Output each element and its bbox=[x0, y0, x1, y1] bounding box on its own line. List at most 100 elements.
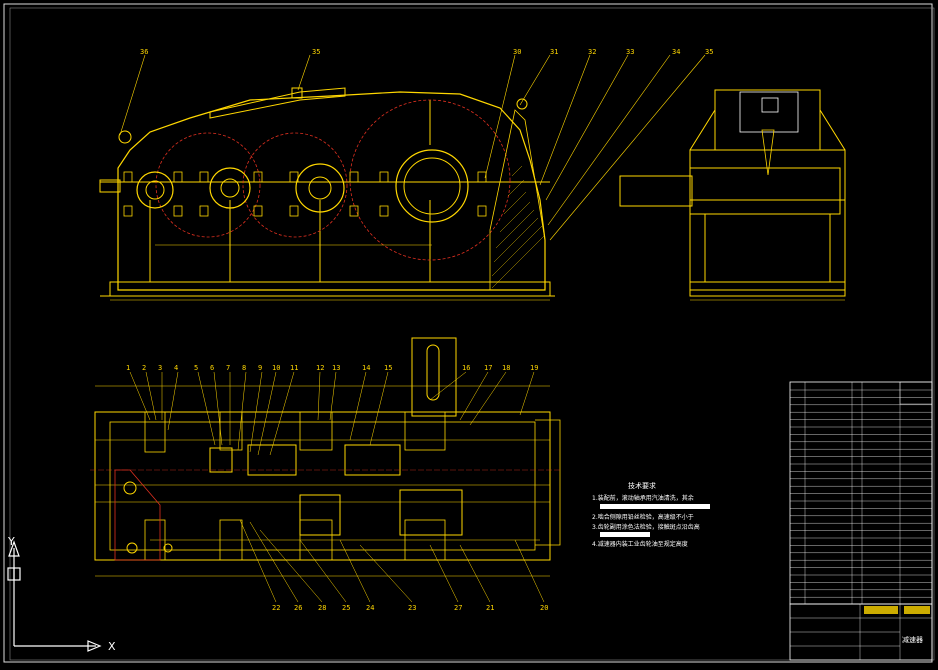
pc-14: 14 bbox=[362, 364, 370, 372]
section-hatch-right bbox=[489, 109, 546, 291]
plan-bearings bbox=[144, 411, 446, 561]
notes-redacted-1 bbox=[600, 504, 710, 509]
pcb-21: 21 bbox=[486, 604, 494, 612]
notes-line-2: 2.啮合侧隙用铅丝检验，高速级不小于 bbox=[592, 513, 694, 521]
plan-callouts-top: 1 2 3 4 5 6 7 8 9 10 11 12 13 14 15 16 1… bbox=[126, 364, 538, 456]
lifting-lug-left bbox=[118, 130, 132, 144]
title-block: 减速器 bbox=[789, 603, 933, 661]
pcb-26: 26 bbox=[294, 604, 302, 612]
pc-2: 2 bbox=[142, 364, 146, 372]
ucs-y-label: Y bbox=[7, 535, 15, 548]
gear-2 bbox=[344, 444, 401, 476]
pc-9: 9 bbox=[258, 364, 262, 372]
callout-35a: 35 bbox=[312, 48, 320, 56]
pcb-25: 25 bbox=[342, 604, 350, 612]
output-shaft-extension bbox=[411, 337, 457, 417]
bearing-cap-3 bbox=[295, 163, 345, 213]
notes-line-3: 3.齿轮副用涂色法检验，接触斑点沿齿高 bbox=[592, 523, 700, 531]
callout-32: 32 bbox=[588, 48, 596, 56]
plan-outer bbox=[94, 411, 551, 561]
drain-plug bbox=[123, 481, 137, 495]
pcb-24: 24 bbox=[366, 604, 374, 612]
input-shaft-stub bbox=[99, 179, 121, 193]
callout-35b: 35 bbox=[705, 48, 713, 56]
bearing-cap-4 bbox=[395, 149, 469, 223]
pc-8: 8 bbox=[242, 364, 246, 372]
callout-33: 33 bbox=[626, 48, 634, 56]
plan-left-section bbox=[114, 469, 161, 561]
pc-10: 10 bbox=[272, 364, 280, 372]
pc-3: 3 bbox=[158, 364, 162, 372]
lifting-lug-right bbox=[516, 98, 528, 110]
side-view bbox=[619, 89, 846, 301]
gear-4 bbox=[399, 489, 463, 536]
pc-13: 13 bbox=[332, 364, 340, 372]
notes-redacted-3 bbox=[600, 532, 650, 537]
gear-3 bbox=[299, 494, 341, 536]
pc-4: 4 bbox=[174, 364, 178, 372]
side-base bbox=[689, 281, 846, 297]
flange-bolts bbox=[123, 171, 487, 217]
side-flange bbox=[689, 167, 841, 215]
pc-16: 16 bbox=[462, 364, 470, 372]
side-upper-block bbox=[739, 91, 799, 133]
pc-11: 11 bbox=[290, 364, 298, 372]
side-top-left-slope bbox=[689, 109, 716, 151]
callout-31: 31 bbox=[550, 48, 558, 56]
pc-15: 15 bbox=[384, 364, 392, 372]
pc-19: 19 bbox=[530, 364, 538, 372]
pcb-20: 20 bbox=[540, 604, 548, 612]
bearing-cap-2-inner bbox=[220, 178, 240, 198]
keyway bbox=[426, 344, 440, 401]
technical-notes: 技术要求 1.装配前，滚动轴承用汽油清洗，其余 2.啮合侧隙用铅丝检验，高速级不… bbox=[592, 481, 710, 548]
plan-inner bbox=[109, 421, 536, 551]
side-output-shaft bbox=[619, 175, 693, 207]
plan-right-boss bbox=[535, 419, 561, 546]
front-elevation-view bbox=[99, 87, 555, 301]
bolt-left-bottom-2 bbox=[163, 543, 173, 553]
side-top bbox=[714, 89, 821, 150]
pc-7: 7 bbox=[226, 364, 230, 372]
pcb-23: 23 bbox=[408, 604, 416, 612]
pc-12: 12 bbox=[316, 364, 324, 372]
notes-title: 技术要求 bbox=[628, 481, 656, 490]
vent-plug bbox=[291, 87, 303, 99]
ucs-icon bbox=[7, 540, 102, 652]
housing-outline bbox=[117, 91, 546, 291]
pcb-28: 28 bbox=[318, 604, 326, 612]
pinion bbox=[209, 447, 233, 473]
side-housing bbox=[689, 149, 846, 291]
top-callouts: 36 35 30 31 32 33 34 35 bbox=[119, 48, 713, 241]
parts-list bbox=[789, 381, 933, 605]
pc-1: 1 bbox=[126, 364, 130, 372]
side-upper-window bbox=[761, 97, 779, 113]
gear-1 bbox=[247, 444, 297, 476]
pc-6: 6 bbox=[210, 364, 214, 372]
plan-section-view bbox=[90, 337, 561, 577]
plan-callouts-bottom: 22 26 28 25 24 23 27 21 20 bbox=[239, 519, 548, 612]
bolt-left-bottom bbox=[126, 542, 138, 554]
ucs-x-label: X bbox=[108, 640, 116, 653]
bearing-cap-3-inner bbox=[308, 176, 332, 200]
bearing-cap-2 bbox=[209, 167, 251, 209]
pc-5: 5 bbox=[194, 364, 198, 372]
callout-30: 30 bbox=[513, 48, 521, 56]
oil-dipstick bbox=[761, 129, 775, 176]
pc-17: 17 bbox=[484, 364, 492, 372]
pc-18: 18 bbox=[502, 364, 510, 372]
side-top-right-slope bbox=[819, 109, 846, 151]
bearing-cap-4-inner bbox=[403, 157, 461, 215]
notes-line-1: 1.装配前，滚动轴承用汽油清洗，其余 bbox=[592, 494, 694, 502]
pcb-22: 22 bbox=[272, 604, 280, 612]
sheet-inner-border bbox=[9, 7, 935, 661]
bearing-cap-1-inner bbox=[145, 180, 165, 200]
gear-pitch-circle-2 bbox=[242, 132, 348, 238]
inspection-cover bbox=[209, 87, 346, 119]
callout-36: 36 bbox=[140, 48, 148, 56]
title-block-name: 减速器 bbox=[902, 635, 923, 644]
gear-pitch-circle-1 bbox=[155, 132, 261, 238]
sheet-outer-border bbox=[3, 3, 933, 663]
callout-34: 34 bbox=[672, 48, 680, 56]
bearing-cap-1 bbox=[136, 171, 174, 209]
